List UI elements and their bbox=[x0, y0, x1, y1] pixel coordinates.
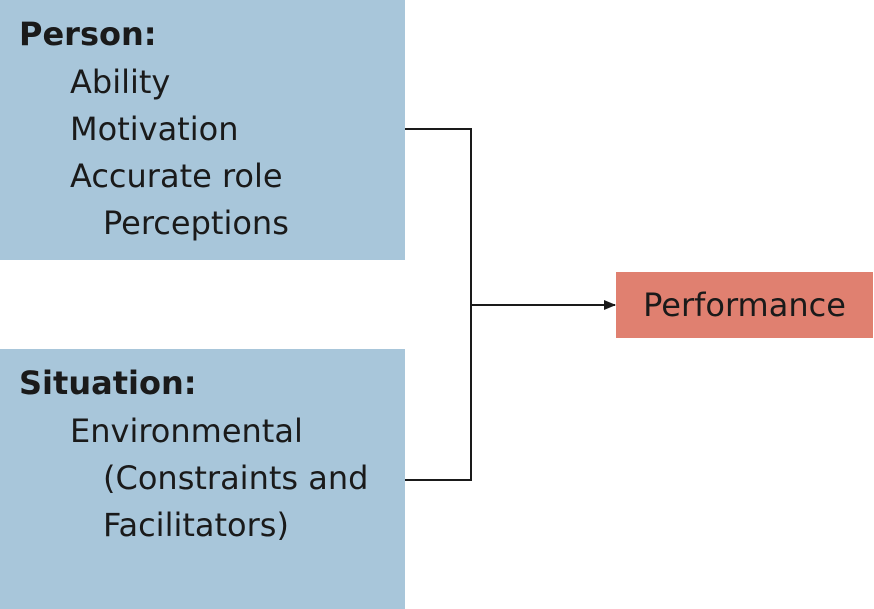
person-heading: Person: bbox=[19, 15, 157, 53]
situation-item-constraints: (Constraints and bbox=[103, 459, 369, 497]
person-connector-line bbox=[405, 128, 472, 305]
person-box: Person: Ability Motivation Accurate role… bbox=[0, 0, 405, 260]
situation-item-facilitators: Facilitators) bbox=[103, 506, 289, 544]
performance-label: Performance bbox=[643, 286, 846, 324]
situation-box: Situation: Environmental (Constraints an… bbox=[0, 349, 405, 609]
situation-item-environmental: Environmental bbox=[70, 412, 303, 450]
person-item-perceptions: Perceptions bbox=[103, 204, 289, 242]
person-item-ability: Ability bbox=[70, 63, 171, 101]
person-item-motivation: Motivation bbox=[70, 110, 239, 148]
person-item-accurate-role: Accurate role bbox=[70, 157, 283, 195]
situation-heading: Situation: bbox=[19, 364, 197, 402]
situation-connector-line bbox=[405, 305, 472, 481]
performance-box: Performance bbox=[616, 272, 873, 338]
